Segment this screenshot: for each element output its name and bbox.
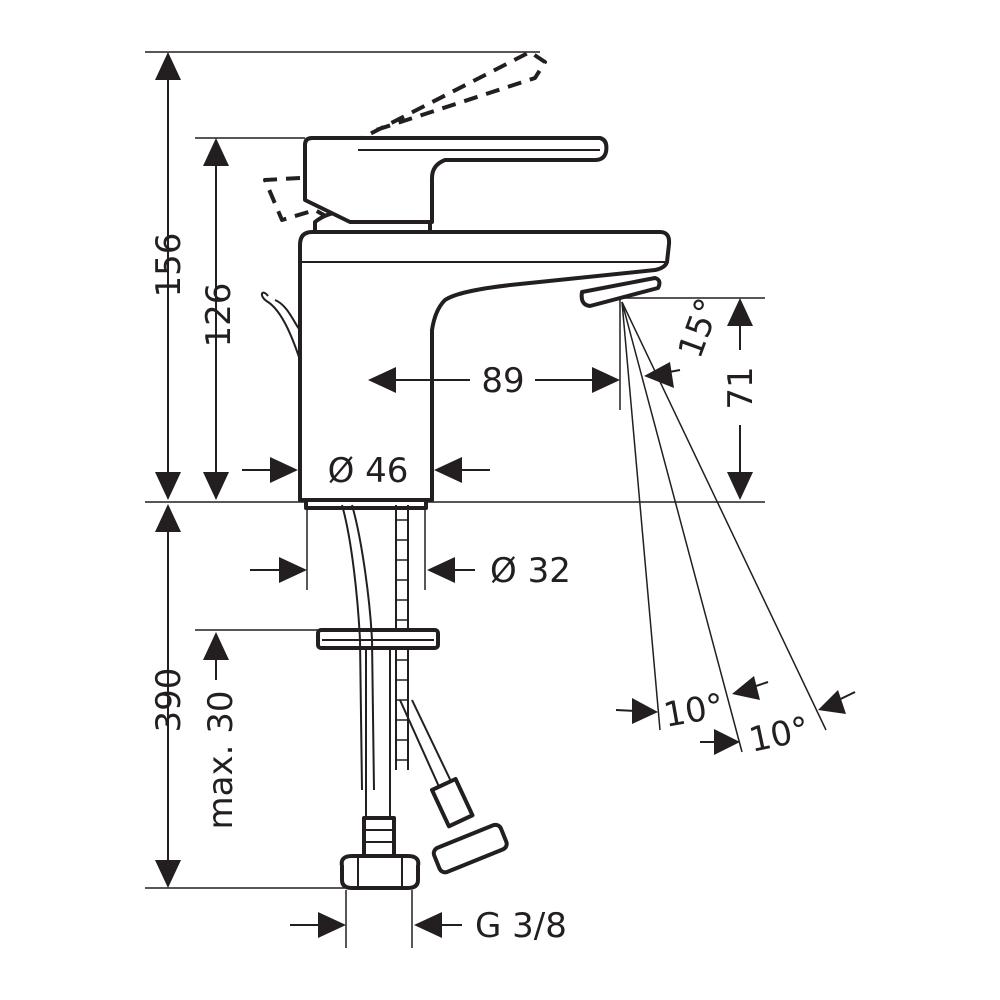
label-390: 390 xyxy=(149,668,189,733)
dimension-89 xyxy=(368,367,620,393)
under-deck-assembly xyxy=(304,498,509,890)
label-g38: G 3/8 xyxy=(475,906,567,946)
dimension-71 xyxy=(727,298,753,500)
dimension-max-30 xyxy=(203,632,229,680)
label-10-deg-1: 10° xyxy=(661,686,727,736)
label-15-deg: 15° xyxy=(671,293,729,363)
label-126: 126 xyxy=(199,283,239,348)
dimension-g38 xyxy=(290,912,462,938)
label-max-30: max. 30 xyxy=(201,691,241,830)
extension-lines xyxy=(145,51,765,948)
angle-10-arrows xyxy=(615,676,856,755)
label-89: 89 xyxy=(481,361,524,401)
label-10-deg-2: 10° xyxy=(746,709,813,761)
pull-rod xyxy=(261,291,301,361)
dimension-156 xyxy=(155,52,181,500)
angle-15-arrow xyxy=(644,362,681,388)
label-156: 156 xyxy=(149,233,189,298)
dimension-390 xyxy=(155,504,181,888)
dimension-diameter-46 xyxy=(242,457,490,483)
label-71: 71 xyxy=(721,366,761,409)
label-diameter-32: Ø 32 xyxy=(490,551,571,591)
faucet-body xyxy=(298,136,672,502)
label-diameter-46: Ø 46 xyxy=(328,451,409,491)
dimension-diameter-32 xyxy=(250,557,475,583)
dimension-126 xyxy=(203,138,229,500)
